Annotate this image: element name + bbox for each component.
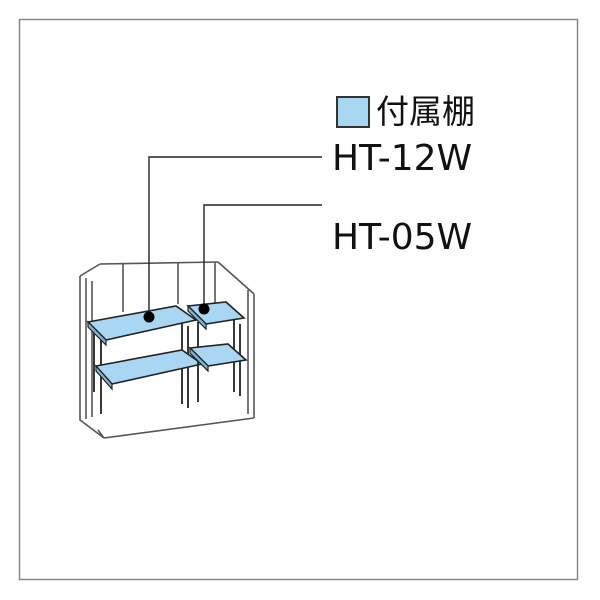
model-label-ht-05w: HT-05W (332, 217, 473, 258)
shelf-ht-05w (186, 301, 248, 402)
outer-border (18, 18, 579, 581)
legend-swatch (336, 95, 370, 128)
leader-ht-12w (148, 156, 322, 316)
shelf-board-upper (86, 305, 198, 341)
shelf-ht-12w (86, 305, 204, 414)
legend-label: 付属棚 (376, 92, 475, 131)
model-label-ht-12w: HT-12W (332, 138, 473, 179)
marker-ht-12w (143, 311, 155, 323)
shed-walls (79, 261, 255, 439)
leader-lines (148, 156, 322, 316)
shelf-board-lower (94, 349, 204, 385)
marker-ht-05w (198, 303, 210, 315)
legend: 付属棚 (336, 95, 475, 128)
leader-ht-05w (203, 204, 322, 309)
